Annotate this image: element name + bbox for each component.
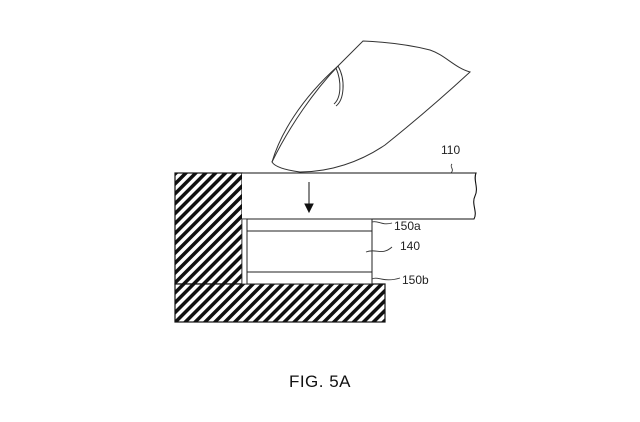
label-140: 140	[400, 239, 421, 253]
label-110: 110	[441, 143, 461, 157]
layer-150a	[246, 218, 373, 232]
press-arrow-icon	[304, 182, 314, 214]
left-housing-wall	[174, 172, 243, 285]
leader-lines	[365, 163, 453, 281]
figure-caption: FIG. 5A	[288, 372, 352, 391]
layer-140	[246, 230, 373, 273]
finger	[271, 40, 472, 173]
label-150b: 150b	[402, 273, 429, 287]
layer-150b	[246, 271, 373, 285]
bottom-housing-base	[174, 283, 386, 323]
side-gap	[241, 218, 248, 285]
cover-plate-110	[242, 172, 477, 220]
fingernail	[335, 65, 344, 107]
label-150a: 150a	[394, 219, 421, 233]
